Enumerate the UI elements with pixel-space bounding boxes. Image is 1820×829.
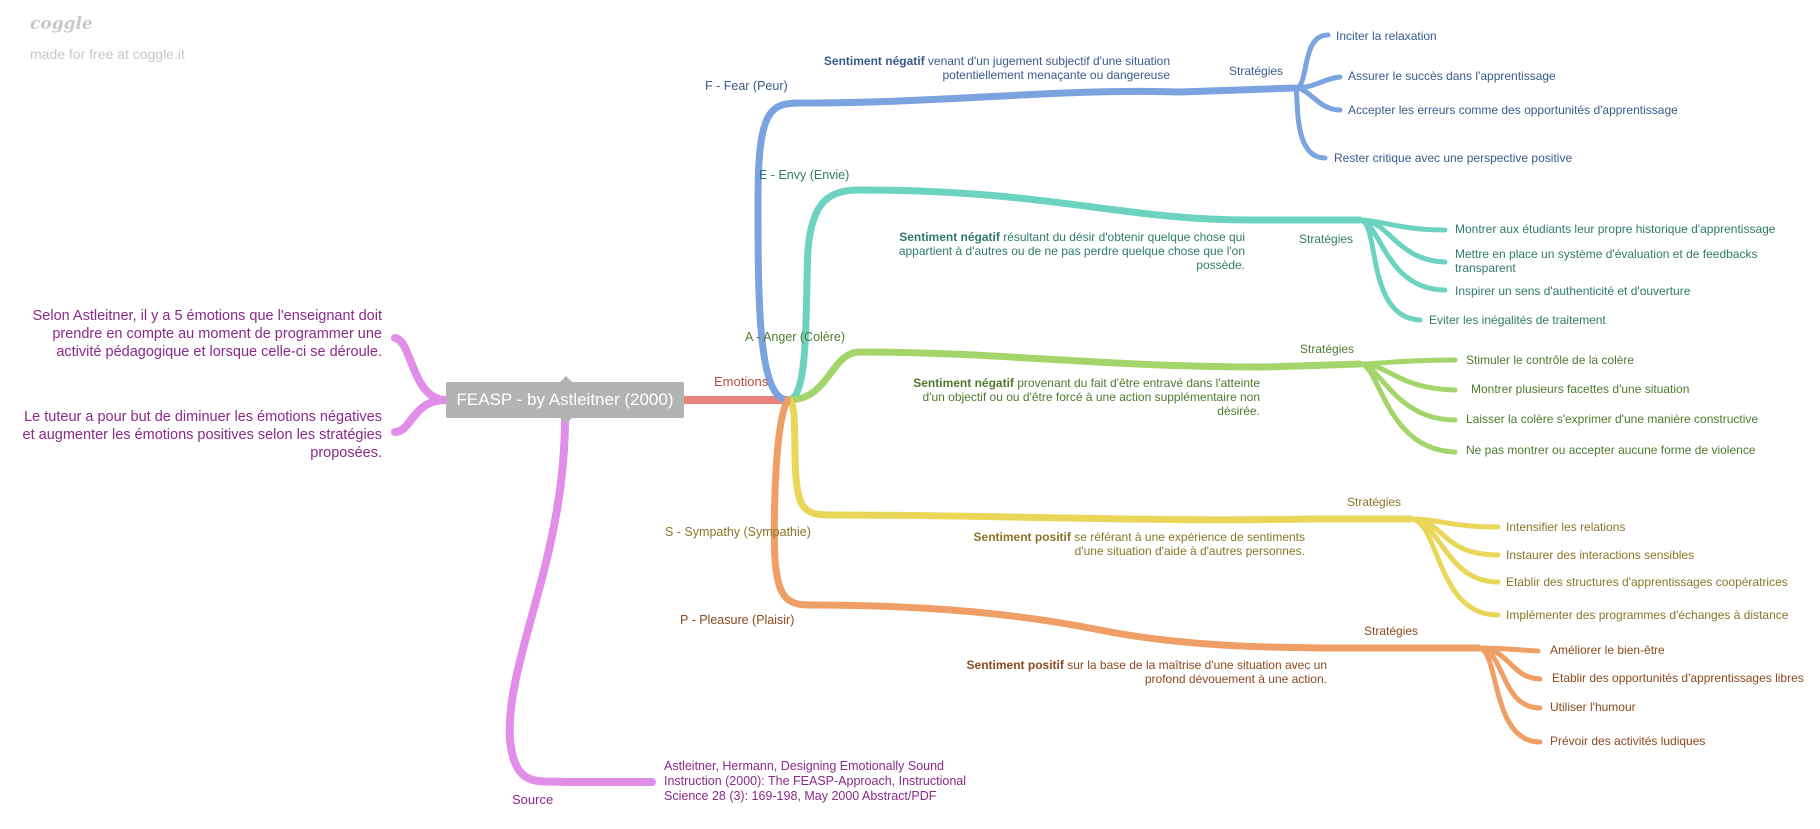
branch-fear [754,84,1299,404]
fear-desc-rest: venant d'un jugement subjectif d'une sit… [924,54,1170,82]
sympathy-strategy-links [1407,516,1501,618]
fear-desc-bold: Sentiment négatif [823,54,925,68]
anger-strategy-links [1357,357,1458,455]
pleasure-strategy-links [1475,645,1543,745]
pleasure-strategy-2[interactable]: Etablir des opportunités d'apprentissage… [1552,671,1804,685]
anger-label[interactable]: A - Anger (Colère) [745,330,846,344]
sympathy-label[interactable]: S - Sympathy (Sympathie) [665,525,811,539]
fear-label[interactable]: F - Fear (Peur) [705,79,788,93]
sympathy-strategy-1[interactable]: Intensifier les relations [1506,520,1626,534]
central-node[interactable]: FEASP - by Astleitner (2000) [446,382,684,418]
envy-desc-bold: Sentiment négatif [899,230,1000,244]
envy-strategy-links [1357,217,1448,323]
anger-strategy-2[interactable]: Montrer plusieurs facettes d'une situati… [1471,382,1690,396]
envy-strategy-1[interactable]: Montrer aux étudiants leur propre histor… [1455,222,1776,236]
pleasure-label[interactable]: P - Pleasure (Plaisir) [680,613,795,627]
pleasure-strategies-label[interactable]: Stratégies [1364,624,1419,638]
sympathy-strategies-label[interactable]: Stratégies [1347,495,1402,509]
anger-desc-bold: Sentiment négatif [913,376,1014,390]
anger-strategy-3[interactable]: Laisser la colère s'exprimer d'une maniè… [1466,412,1759,426]
branch-anger [784,348,1364,404]
fear-strategy-links [1292,32,1343,161]
envy-desc-rest: résultant du désir d'obtenir quelque cho… [898,230,1245,272]
pleasure-desc-bold: Sentiment positif [966,658,1064,672]
sympathy-description[interactable]: Sentiment positif se référant à une expé… [955,530,1305,558]
fear-strategies-label[interactable]: Stratégies [1229,64,1284,78]
envy-strategy-4[interactable]: Eviter les inégalités de traitement [1429,313,1606,327]
source-reference[interactable]: Astleitner, Hermann, Designing Emotional… [664,759,967,803]
envy-label[interactable]: E - Envy (Envie) [759,168,850,182]
anger-strategies-label[interactable]: Stratégies [1300,342,1355,356]
envy-strategies-label[interactable]: Stratégies [1299,232,1354,246]
anger-strategy-1[interactable]: Stimuler le contrôle de la colère [1466,353,1635,367]
anger-description[interactable]: Sentiment négatif provenant du fait d'êt… [895,376,1260,418]
sympathy-strategy-3[interactable]: Etablir des structures d'apprentissages … [1506,575,1788,589]
pleasure-description[interactable]: Sentiment positif sur la base de la maît… [965,658,1327,686]
sympathy-strategy-2[interactable]: Instaurer des interactions sensibles [1506,548,1695,562]
pleasure-strategy-1[interactable]: Améliorer le bien-être [1550,643,1665,657]
branch-envy [784,186,1364,404]
central-notch-bottom [560,418,572,424]
envy-strategy-2[interactable]: Mettre en place un système d'évaluation … [1455,247,1758,275]
note-2[interactable]: Le tuteur a pour but de diminuer les émo… [22,409,382,461]
branch-note-1 [391,334,450,404]
branch-pleasure [770,396,1482,652]
branch-sympathy [784,396,1414,524]
envy-strategy-3[interactable]: Inspirer un sens d'authenticité et d'ouv… [1455,284,1691,298]
fear-strategy-3[interactable]: Accepter les erreurs comme des opportuni… [1348,103,1678,117]
branch-source [505,414,656,786]
emotions-label[interactable]: Emotions [714,374,769,389]
pleasure-strategy-4[interactable]: Prévoir des activités ludiques [1550,734,1706,748]
fear-strategy-4[interactable]: Rester critique avec une perspective pos… [1334,151,1573,165]
branch-note-2 [391,396,450,436]
sympathy-strategy-4[interactable]: Implémenter des programmes d'échanges à … [1506,608,1789,622]
pleasure-desc-rest: sur la base de la maîtrise d'une situati… [1063,658,1327,686]
note-1[interactable]: Selon Astleitner, il y a 5 émotions que … [32,308,382,360]
central-notch-top [560,376,572,382]
envy-description[interactable]: Sentiment négatif résultant du désir d'o… [880,230,1245,272]
fear-description[interactable]: Sentiment négatif venant d'un jugement s… [790,54,1170,82]
anger-strategy-4[interactable]: Ne pas montrer ou accepter aucune forme … [1466,443,1756,457]
fear-strategy-1[interactable]: Inciter la relaxation [1336,29,1437,43]
fear-strategy-2[interactable]: Assurer le succès dans l'apprentissage [1348,69,1556,83]
central-title: FEASP - by Astleitner (2000) [456,390,674,409]
sympathy-desc-rest: se référant à une expérience de sentimen… [1070,530,1305,558]
tagline: made for free at coggle.it [30,46,185,62]
anger-desc-rest: provenant du fait d'être entravé dans l'… [922,376,1260,418]
sympathy-desc-bold: Sentiment positif [973,530,1071,544]
pleasure-strategy-3[interactable]: Utiliser l'humour [1550,700,1636,714]
coggle-logo: coggle [30,14,93,34]
source-label[interactable]: Source [512,792,554,807]
